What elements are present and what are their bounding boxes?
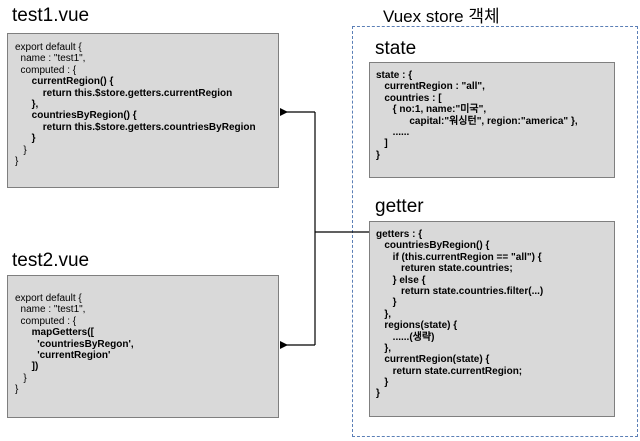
code-line: currentRegion() { xyxy=(15,76,114,88)
code-line: }, xyxy=(376,308,392,320)
test2-code: export default { name : "test1", compute… xyxy=(15,293,134,396)
state-code: state : { currentRegion : "all", countri… xyxy=(376,70,578,161)
code-line: name : "test1", xyxy=(15,53,86,65)
test2-code-box xyxy=(7,275,279,418)
code-line: }, xyxy=(15,98,39,110)
code-line: countriesByRegion() { xyxy=(15,110,137,122)
code-line: } xyxy=(15,372,27,384)
code-line: } xyxy=(376,377,389,389)
code-line: } xyxy=(15,384,19,396)
test2-title: test2.vue xyxy=(12,250,90,271)
test1-title: test1.vue xyxy=(12,5,90,26)
code-line: } xyxy=(15,155,19,167)
code-line: return state.countries.filter(...) xyxy=(376,285,544,297)
code-line: ]) xyxy=(15,361,39,373)
getter-code: getters : { countriesByRegion() { if (th… xyxy=(376,229,543,400)
code-line: } xyxy=(376,388,380,400)
code-line: } xyxy=(15,144,27,156)
code-line: currentRegion : "all", xyxy=(376,81,485,93)
code-line: return state.currentRegion; xyxy=(376,365,523,377)
code-line: capital:"워싱턴", region:"america" }, xyxy=(376,115,578,127)
code-line: } xyxy=(15,133,36,145)
state-code-box xyxy=(369,62,615,178)
code-line: ...... xyxy=(376,126,410,138)
code-line: regions(state) { xyxy=(376,320,458,332)
code-line: ......(생략) xyxy=(376,331,435,343)
code-line: countriesByRegion() { xyxy=(376,240,490,252)
code-line: export default { xyxy=(15,42,82,53)
code-line: } xyxy=(376,149,380,161)
code-line: } else { xyxy=(376,274,426,286)
code-line: countries : [ xyxy=(376,92,442,104)
code-line: export default { xyxy=(15,293,82,304)
test1-code-box xyxy=(7,33,279,188)
test1-code: export default { name : "test1", compute… xyxy=(15,42,256,167)
code-line: mapGetters([ xyxy=(15,327,94,339)
code-line: computed : { xyxy=(15,64,77,76)
code-line: { no:1, name:"미국", xyxy=(376,104,487,116)
code-line: } xyxy=(376,297,397,309)
code-line: return this.$store.getters.currentRegion xyxy=(15,87,233,99)
code-line: currentRegion(state) { xyxy=(376,354,490,366)
code-line: ] xyxy=(376,138,388,150)
code-line: computed : { xyxy=(15,315,77,327)
code-line: getters : { xyxy=(376,229,423,240)
getter-code-box xyxy=(369,221,615,417)
code-line: state : { xyxy=(376,70,413,81)
code-line: name : "test1", xyxy=(15,304,86,316)
code-line: if (this.currentRegion == "all") { xyxy=(376,251,542,263)
store-title: Vuex store 객체 xyxy=(383,7,500,26)
getter-title: getter xyxy=(375,196,424,217)
code-line: }, xyxy=(376,342,392,354)
code-line: 'countriesByRegon', xyxy=(15,338,134,350)
state-title: state xyxy=(375,38,417,59)
code-line: returen state.countries; xyxy=(376,263,513,275)
code-line: return this.$store.getters.countriesByRe… xyxy=(15,121,256,133)
code-line: 'currentRegion' xyxy=(15,349,111,361)
